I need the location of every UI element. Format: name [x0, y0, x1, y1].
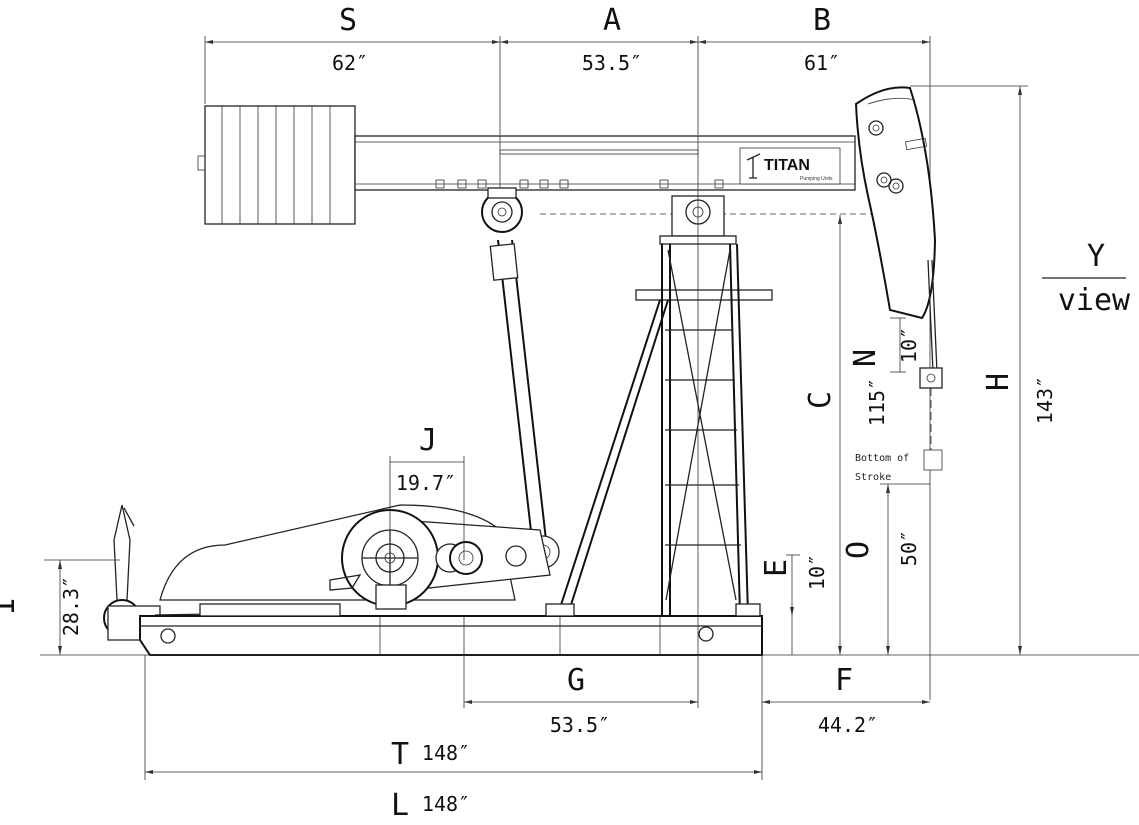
- dim-t-value: 148″: [422, 741, 470, 765]
- bottom-dimension-lines: [144, 190, 930, 780]
- gear-reducer: [159, 504, 551, 610]
- dim-b-letter: B: [813, 3, 831, 38]
- brand-plate: TITAN Pumping Units: [739, 147, 841, 185]
- dim-h-value: 143″: [1033, 376, 1057, 424]
- bottom-of-stroke-line1: Bottom of: [855, 453, 909, 464]
- base-skid: [40, 603, 1139, 656]
- bottom-of-stroke-line2: Stroke: [855, 472, 891, 483]
- dim-f-letter: F: [835, 663, 853, 698]
- dim-h-letter: H: [981, 373, 1016, 391]
- dim-j-letter: J: [419, 423, 437, 458]
- dim-i-value: 28.3″: [59, 576, 83, 636]
- dim-l-value: 148″: [422, 792, 470, 816]
- brand-name: TITAN: [764, 157, 810, 174]
- dim-g-letter: G: [567, 663, 585, 698]
- samson-post: [559, 195, 773, 616]
- dim-b-value: 61″: [804, 51, 840, 75]
- counterweight: [197, 105, 364, 225]
- dim-n-letter: N: [848, 349, 883, 367]
- i-dimension: [44, 559, 120, 655]
- dim-f-value: 44.2″: [818, 713, 878, 737]
- dim-o-value: 50″: [897, 530, 921, 566]
- dim-s-letter: S: [339, 3, 357, 38]
- dim-g-value: 53.5″: [550, 713, 610, 737]
- dim-j-value: 19.7″: [396, 471, 456, 495]
- dim-i-letter: I: [0, 597, 22, 615]
- dim-l-letter: L: [391, 788, 409, 823]
- dim-e-letter: E: [759, 559, 794, 577]
- dim-a-letter: A: [603, 3, 621, 38]
- brand-tagline: Pumping Units: [800, 176, 833, 182]
- dim-t-letter: T: [391, 737, 409, 772]
- view-label: view: [1058, 283, 1131, 318]
- dim-c-letter: C: [803, 391, 838, 409]
- right-vertical-dimensions: [786, 85, 1028, 655]
- dim-a-value: 53.5″: [582, 51, 642, 75]
- pitman-arm: [481, 187, 560, 569]
- view-letter: Y: [1087, 239, 1105, 274]
- horsehead: [854, 86, 943, 485]
- j-dimension: [389, 456, 465, 560]
- dim-s-value: 62″: [332, 51, 368, 75]
- dim-c-value: 115″: [865, 378, 889, 426]
- dim-n-value: 10″: [897, 327, 921, 363]
- walking-beam: [354, 135, 930, 215]
- dim-o-letter: O: [841, 541, 876, 559]
- dim-e-value: 10″: [805, 554, 829, 590]
